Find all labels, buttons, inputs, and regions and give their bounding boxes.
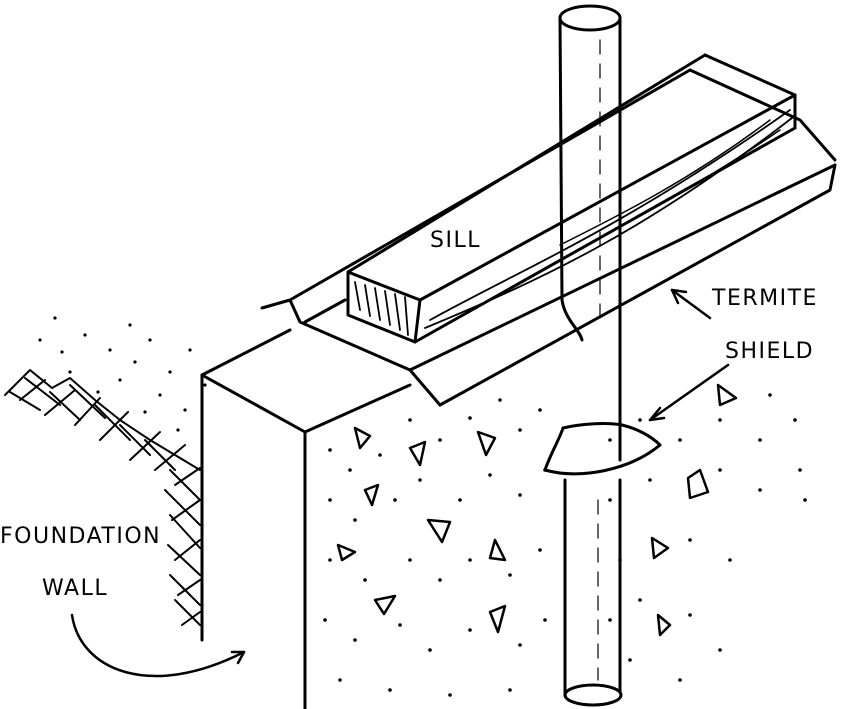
foundation-label-group: FOUNDATION WALL bbox=[0, 524, 246, 678]
shield-arrow bbox=[648, 363, 730, 422]
termite-shield-label-group: TERMITE SHIELD bbox=[648, 286, 818, 422]
shield-label: SHIELD bbox=[725, 339, 814, 364]
pipe bbox=[558, 4, 623, 707]
soil-dots bbox=[38, 316, 207, 432]
sill-label-group: SILL bbox=[430, 228, 481, 253]
aggregate-triangles bbox=[336, 383, 738, 637]
wall-label: WALL bbox=[42, 576, 108, 601]
termite-label: TERMITE bbox=[711, 286, 818, 311]
foundation-wall bbox=[200, 328, 412, 709]
soil-earth bbox=[4, 369, 201, 626]
sill-plank bbox=[346, 53, 797, 344]
termite-arrow bbox=[670, 288, 712, 320]
pipe-collar-shield bbox=[543, 422, 662, 476]
concrete-texture bbox=[323, 393, 807, 697]
foundation-label: FOUNDATION bbox=[0, 524, 161, 549]
foundation-arrow bbox=[70, 613, 246, 678]
sill-label: SILL bbox=[430, 228, 481, 253]
